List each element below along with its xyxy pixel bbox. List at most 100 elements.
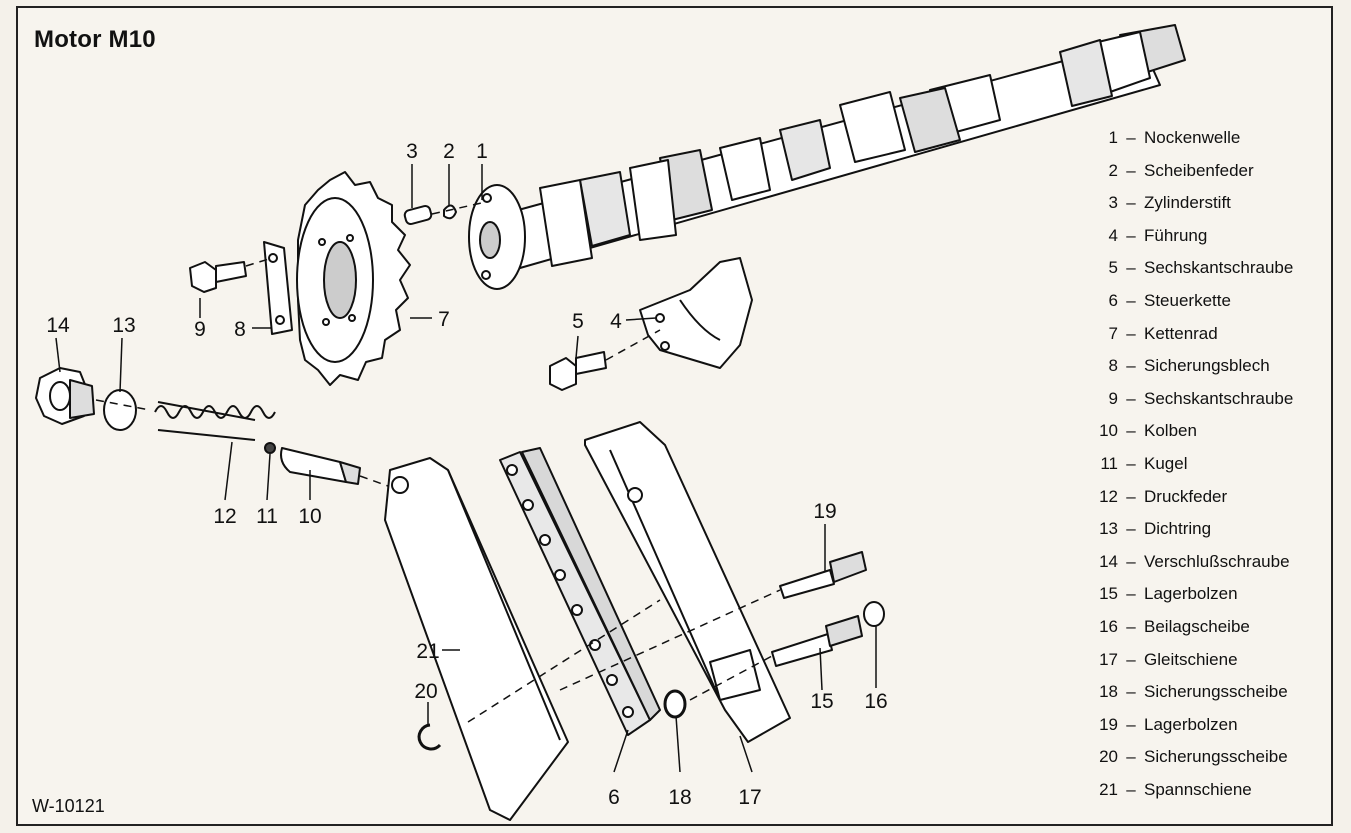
legend-item: 20–Sicherungsscheibe	[1068, 747, 1330, 780]
legend-number: 15	[1099, 584, 1118, 604]
legend-dash: –	[1126, 128, 1136, 147]
hex-bolt-5-part	[549, 351, 607, 391]
callout-14: 14	[46, 314, 70, 337]
legend-label: Sicherungsscheibe	[1144, 682, 1288, 702]
legend-label: Kugel	[1144, 453, 1188, 473]
callout-6: 6	[608, 786, 620, 809]
legend-label: Beilagscheibe	[1144, 616, 1250, 636]
callout-13: 13	[112, 314, 135, 337]
legend-item: 15–Lagerbolzen	[1068, 584, 1330, 617]
legend-dash: –	[1126, 747, 1136, 767]
legend-label: Verschlußschraube	[1144, 551, 1290, 571]
legend-label: Kolben	[1144, 421, 1197, 441]
legend-dash: –	[1126, 258, 1136, 278]
callout-20: 20	[414, 680, 437, 703]
legend-item: 9–Sechskantschraube	[1068, 389, 1330, 422]
legend-item: 5–Sechskantschraube	[1068, 258, 1330, 291]
legend-dash: –	[1126, 323, 1136, 343]
legend-item: 16–Beilagscheibe	[1068, 617, 1330, 650]
camshaft-part	[468, 24, 1186, 290]
legend-dash: –	[1126, 519, 1136, 539]
callout-18: 18	[668, 786, 691, 809]
legend-label: Sechskantschraube	[1144, 388, 1294, 408]
tensioner-rail-part	[384, 457, 569, 821]
legend-number: 12	[1099, 486, 1118, 506]
callout-4: 4	[610, 310, 622, 333]
legend-label: Scheibenfeder	[1144, 160, 1254, 180]
legend-label: Druckfeder	[1144, 486, 1228, 506]
legend-label: Sechskantschraube	[1144, 258, 1294, 278]
legend-item: 11–Kugel	[1068, 454, 1330, 487]
legend-item: 17–Gleitschiene	[1068, 650, 1330, 683]
legend-label: Steuerkette	[1144, 290, 1231, 310]
legend-dash: –	[1126, 160, 1136, 180]
legend-number: 1	[1108, 128, 1118, 147]
lock-plate-part	[263, 241, 293, 335]
legend-number: 13	[1099, 519, 1118, 539]
legend-item: 4–Führung	[1068, 226, 1330, 259]
legend-number: 21	[1099, 779, 1118, 799]
legend-dash: –	[1126, 356, 1136, 376]
legend-number: 17	[1099, 649, 1118, 669]
piston-part	[280, 447, 361, 485]
legend-dash: –	[1126, 225, 1136, 245]
ball-part	[264, 442, 276, 454]
callout-5: 5	[572, 310, 584, 333]
plug-screw-part	[35, 367, 95, 425]
legend-item: 13–Dichtring	[1068, 519, 1330, 552]
legend-item: 18–Sicherungsscheibe	[1068, 682, 1330, 715]
callout-1: 1	[476, 140, 488, 163]
legend-label: Lagerbolzen	[1144, 714, 1238, 734]
callout-17: 17	[738, 786, 761, 809]
figure-code: W-10121	[32, 796, 105, 816]
legend-label: Spannschiene	[1144, 779, 1252, 799]
legend-number: 3	[1108, 193, 1118, 213]
legend-number: 10	[1099, 421, 1118, 441]
legend-item: 7–Kettenrad	[1068, 324, 1330, 357]
hex-bolt-9-part	[189, 261, 247, 293]
circlip-20-part	[417, 723, 442, 751]
legend-number: 2	[1108, 160, 1118, 180]
legend-item: 21–Spannschiene	[1068, 780, 1330, 813]
legend-label: Kettenrad	[1144, 323, 1218, 343]
callout-8: 8	[234, 318, 246, 341]
legend-item: 3–Zylinderstift	[1068, 193, 1330, 226]
legend-dash: –	[1126, 714, 1136, 734]
legend-dash: –	[1126, 584, 1136, 604]
legend-dash: –	[1126, 290, 1136, 310]
sprocket-part	[296, 171, 411, 386]
callout-10: 10	[298, 505, 321, 528]
legend-dash: –	[1126, 616, 1136, 636]
legend-number: 7	[1108, 323, 1118, 343]
legend-number: 8	[1108, 356, 1118, 376]
legend-dash: –	[1126, 682, 1136, 702]
legend-label: Gleitschiene	[1144, 649, 1238, 669]
assembly-lines	[95, 201, 781, 723]
circlip-18-part	[663, 689, 687, 719]
slide-rail-part	[584, 421, 791, 743]
legend-label: Sicherungsscheibe	[1144, 747, 1288, 767]
legend-dash: –	[1126, 649, 1136, 669]
callout-11: 11	[256, 505, 278, 528]
legend-number: 9	[1108, 388, 1118, 408]
legend-item: 14–Verschlußschraube	[1068, 552, 1330, 585]
legend-item: 12–Druckfeder	[1068, 487, 1330, 520]
legend-dash: –	[1126, 388, 1136, 408]
legend-item: 6–Steuerkette	[1068, 291, 1330, 324]
bearing-bolt-19-part	[779, 551, 867, 599]
legend-number: 4	[1108, 225, 1118, 245]
legend-label: Dichtring	[1144, 519, 1212, 539]
bearing-bolt-15-part	[771, 615, 863, 667]
legend-label: Lagerbolzen	[1144, 584, 1238, 604]
legend-dash: –	[1126, 453, 1136, 473]
legend-number: 16	[1099, 616, 1118, 636]
callout-19: 19	[813, 500, 836, 523]
callout-7: 7	[438, 308, 450, 331]
compression-spring-part	[154, 401, 276, 441]
callout-16: 16	[864, 690, 887, 713]
figure-title: Motor M10	[34, 26, 156, 53]
legend-number: 11	[1100, 453, 1118, 473]
callout-3: 3	[406, 140, 418, 163]
